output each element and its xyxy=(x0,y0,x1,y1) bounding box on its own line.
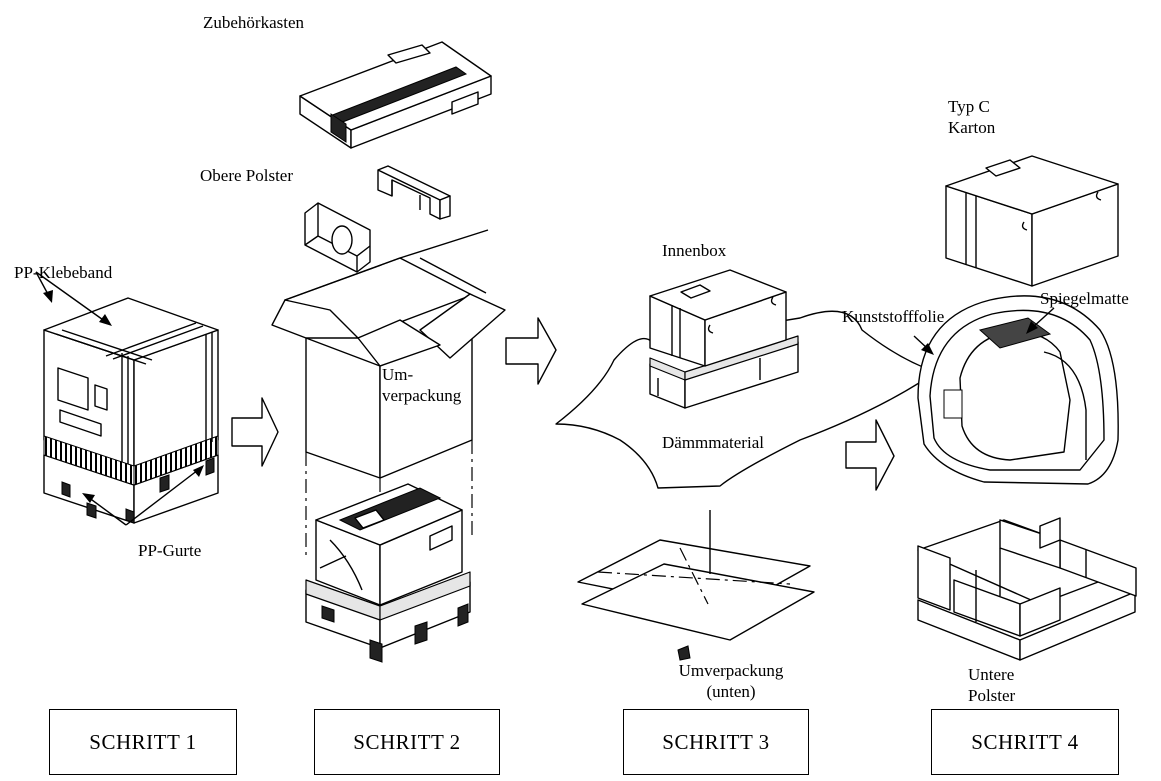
label-pp-gurte: PP-Gurte xyxy=(138,540,201,561)
label-umverpackung-line2: verpackung xyxy=(382,385,461,406)
umverpackung-unten-flat xyxy=(578,510,814,660)
label-typ-c-karton: Typ C Karton xyxy=(948,96,995,138)
process-arrow-3 xyxy=(846,420,894,490)
step-3-box: SCHRITT 3 xyxy=(623,709,809,775)
label-obere-polster: Obere Polster xyxy=(200,165,293,186)
label-untere-polster-line1: Untere xyxy=(968,664,1015,685)
process-arrow-2 xyxy=(506,318,556,384)
process-arrow-1 xyxy=(232,398,278,466)
device-in-film xyxy=(918,296,1118,484)
label-umverpackung-unten-line1: Umverpackung xyxy=(657,660,805,681)
label-daemmmaterial: Dämmmaterial xyxy=(662,432,764,453)
label-umverpackung: Um- verpackung xyxy=(382,364,461,406)
step-1-box: SCHRITT 1 xyxy=(49,709,237,775)
umverpackung-open-box xyxy=(272,230,505,478)
label-kunststofffolie: Kunststofffolie xyxy=(842,306,944,327)
label-typ-c-line1: Typ C xyxy=(948,96,995,117)
label-innenbox: Innenbox xyxy=(662,240,726,261)
zubehoerkasten-box xyxy=(300,42,491,148)
label-pp-klebeband: PP-Klebeband xyxy=(14,262,112,283)
typ-c-karton-box xyxy=(946,156,1118,286)
label-umverpackung-unten-line2: (unten) xyxy=(657,681,805,702)
label-untere-polster: Untere Polster xyxy=(968,664,1015,706)
obere-polster-cushions xyxy=(305,166,450,272)
label-zubehoerkasten: Zubehörkasten xyxy=(203,12,304,33)
step2-inner-package xyxy=(306,484,470,662)
step1-wrapped-package xyxy=(44,298,218,523)
step-2-box: SCHRITT 2 xyxy=(314,709,500,775)
label-spiegelmatte: Spiegelmatte xyxy=(1040,288,1129,309)
label-umverpackung-line1: Um- xyxy=(382,364,461,385)
label-untere-polster-line2: Polster xyxy=(968,685,1015,706)
label-typ-c-line2: Karton xyxy=(948,117,995,138)
label-umverpackung-unten: Umverpackung (unten) xyxy=(657,660,805,702)
step-4-box: SCHRITT 4 xyxy=(931,709,1119,775)
untere-polster-cushion xyxy=(918,518,1136,660)
